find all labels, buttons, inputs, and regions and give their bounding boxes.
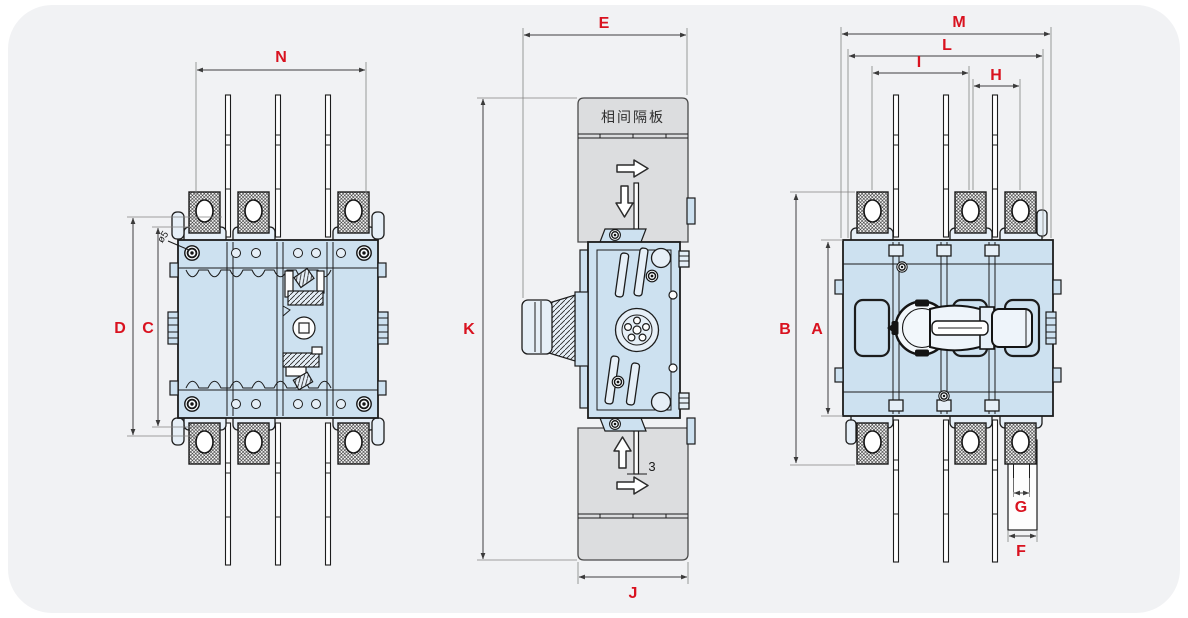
dim-label-j: J xyxy=(629,585,638,602)
front-body xyxy=(167,239,389,419)
front-terminal-caps xyxy=(171,211,385,446)
arrow-right-icon xyxy=(616,159,649,178)
dim-label-d: D xyxy=(114,320,126,337)
front-view: N D C ø5 xyxy=(114,49,389,566)
rear-dimensions: M L I H B A xyxy=(779,14,1052,560)
dim-label-l: L xyxy=(942,37,952,54)
arrow-down-icon xyxy=(615,185,634,218)
dim-label-a: A xyxy=(811,321,823,338)
barrier-panel-bottom: 3 xyxy=(577,427,689,561)
dim-label-n: N xyxy=(275,49,287,66)
dim-label-k: K xyxy=(463,321,475,338)
dim-label-b: B xyxy=(779,321,791,338)
side-handle xyxy=(521,291,589,367)
handle-position-pointer xyxy=(887,321,897,335)
rear-terminal-caps xyxy=(845,209,1048,445)
rear-view: M L I H B A xyxy=(779,14,1062,563)
barrier-label: 相间隔板 xyxy=(601,110,665,126)
dim-label-e: E xyxy=(599,15,610,32)
rotary-handle xyxy=(887,299,1033,357)
dim-label-i: I xyxy=(917,54,921,71)
arrow-right-bottom-icon xyxy=(616,476,649,495)
front-strip-holes xyxy=(231,248,346,409)
dim-label-m: M xyxy=(952,14,965,31)
side-dimensions: E K J xyxy=(463,15,689,602)
dim-label-h: H xyxy=(990,67,1002,84)
arrow-up-icon xyxy=(613,436,632,469)
dim-label-f: F xyxy=(1016,543,1026,560)
side-view: 相间隔板 3 xyxy=(463,15,696,602)
front-mechanism-column xyxy=(282,267,325,391)
dim-label-g: G xyxy=(1015,499,1027,516)
gap-note: 3 xyxy=(648,459,655,474)
barrier-panel-top: 相间隔板 xyxy=(577,97,689,243)
dim-label-c: C xyxy=(142,320,154,337)
shaft-hub xyxy=(614,307,660,353)
